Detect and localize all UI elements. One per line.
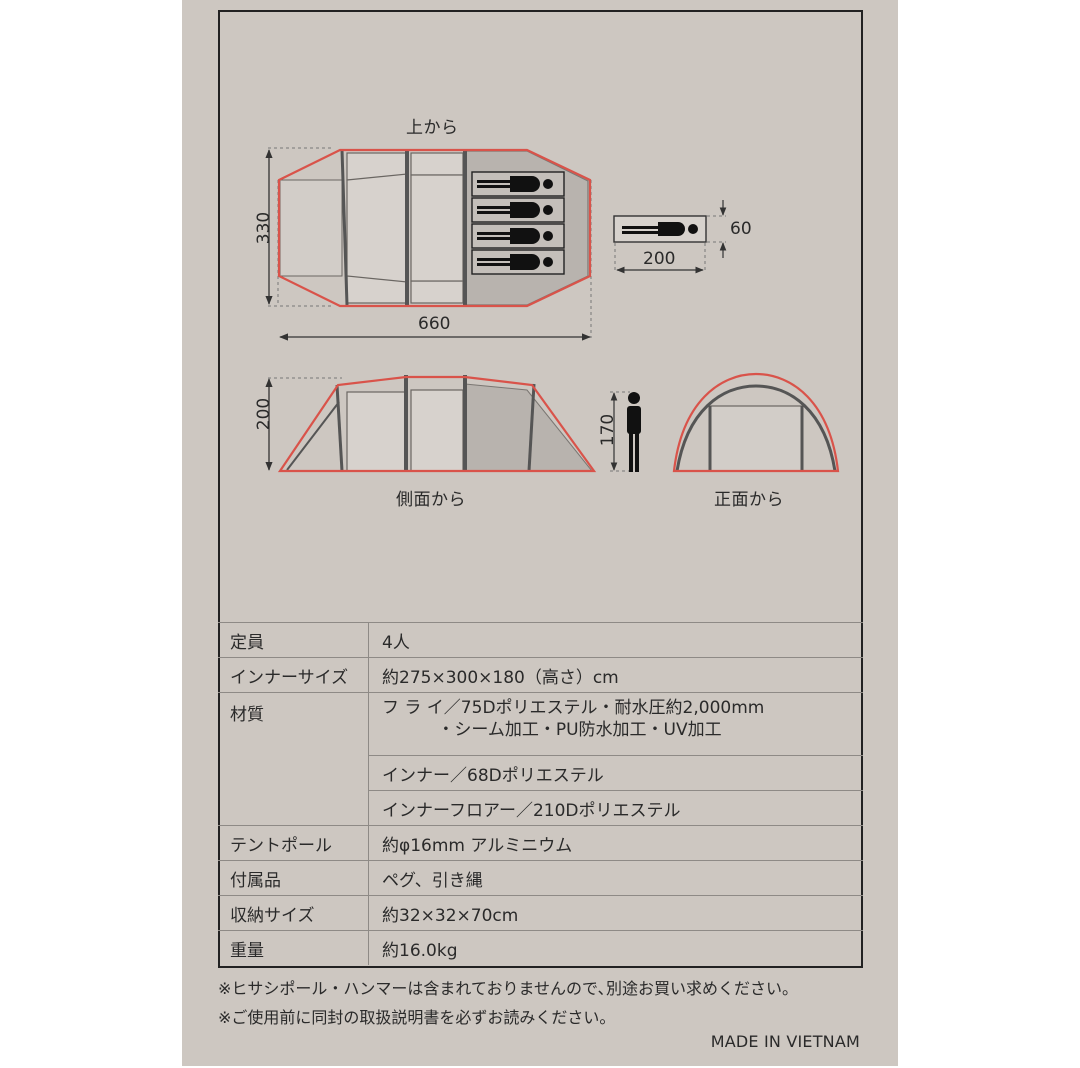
table-row: 材質 フ ラ イ／75Dポリエステル・耐水圧約2,000mm ・シーム加工・PU… <box>218 692 863 826</box>
person-standing-icon <box>627 392 641 472</box>
country-of-origin: MADE IN VIETNAM <box>710 1032 860 1051</box>
person-pad-drawing <box>613 200 727 274</box>
spec-value: 約32×32×70cm <box>368 895 863 931</box>
spec-table: 定員 4人 インナーサイズ 約275×300×180（高さ）cm 材質 フ ラ … <box>218 622 863 965</box>
front-view-drawing <box>672 372 840 473</box>
tent-diagrams: 上から 330 660 60 200 200 170 側面から 正面から <box>182 0 898 610</box>
spec-value: インナーフロアー／210Dポリエステル <box>368 790 863 826</box>
pad-length-label: 200 <box>643 249 676 269</box>
tent-diagram-svg <box>265 147 840 473</box>
spec-key: テントポール <box>218 825 369 861</box>
table-row: インナーサイズ 約275×300×180（高さ）cm <box>218 657 863 693</box>
top-view-width-label: 660 <box>418 314 451 334</box>
spec-value: 4人 <box>368 622 863 658</box>
table-row: インナー／68Dポリエステル <box>218 755 863 791</box>
material-fly-line2: ・シーム加工・PU防水加工・UV加工 <box>437 720 722 740</box>
note-not-included: ※ヒサシポール・ハンマーは含まれておりませんので､別途お買い求めください。 <box>218 979 798 998</box>
spec-value: 約φ16mm アルミニウム <box>368 825 863 861</box>
spec-value: 約16.0kg <box>368 930 863 965</box>
spec-value: 約275×300×180（高さ）cm <box>368 657 863 693</box>
table-row: テントポール 約φ16mm アルミニウム <box>218 825 863 861</box>
spec-key: 材質 <box>218 692 369 826</box>
front-view-label: 正面から <box>714 490 784 510</box>
spec-sheet-frame <box>218 10 863 968</box>
note-read-manual: ※ご使用前に同封の取扱説明書を必ずお読みください。 <box>218 1008 616 1027</box>
spec-value: ペグ、引き縄 <box>368 860 863 896</box>
material-fly-line1: フ ラ イ／75Dポリエステル・耐水圧約2,000mm <box>382 698 765 718</box>
pad-width-label: 60 <box>730 219 752 239</box>
person-height-label: 170 <box>598 413 619 447</box>
spec-key: インナーサイズ <box>218 657 369 693</box>
table-row: インナーフロアー／210Dポリエステル <box>218 790 863 826</box>
notes: ※ヒサシポール・ハンマーは含まれておりませんので､別途お買い求めください。 ※ご… <box>218 974 798 1032</box>
spec-sheet-panel: 上から 330 660 60 200 200 170 側面から 正面から 定員 … <box>182 0 898 1066</box>
spec-value: フ ラ イ／75Dポリエステル・耐水圧約2,000mm ・シーム加工・PU防水加… <box>368 692 863 756</box>
spec-key: 定員 <box>218 622 369 658</box>
spec-key: 重量 <box>218 930 369 965</box>
table-row: 定員 4人 <box>218 622 863 658</box>
table-row: 重量 約16.0kg <box>218 930 863 965</box>
spec-key: 収納サイズ <box>218 895 369 931</box>
table-row: 付属品 ペグ、引き縄 <box>218 860 863 896</box>
side-view-drawing <box>265 375 641 473</box>
top-view-depth-label: 330 <box>254 211 275 245</box>
spec-value: インナー／68Dポリエステル <box>368 755 863 791</box>
sleeping-person-icons <box>471 171 565 275</box>
table-row: 収納サイズ 約32×32×70cm <box>218 895 863 931</box>
spec-key: 付属品 <box>218 860 369 896</box>
top-view-drawing <box>265 147 592 341</box>
top-view-label: 上から <box>406 118 459 138</box>
side-view-height-label: 200 <box>254 397 275 431</box>
side-view-label: 側面から <box>396 490 466 510</box>
